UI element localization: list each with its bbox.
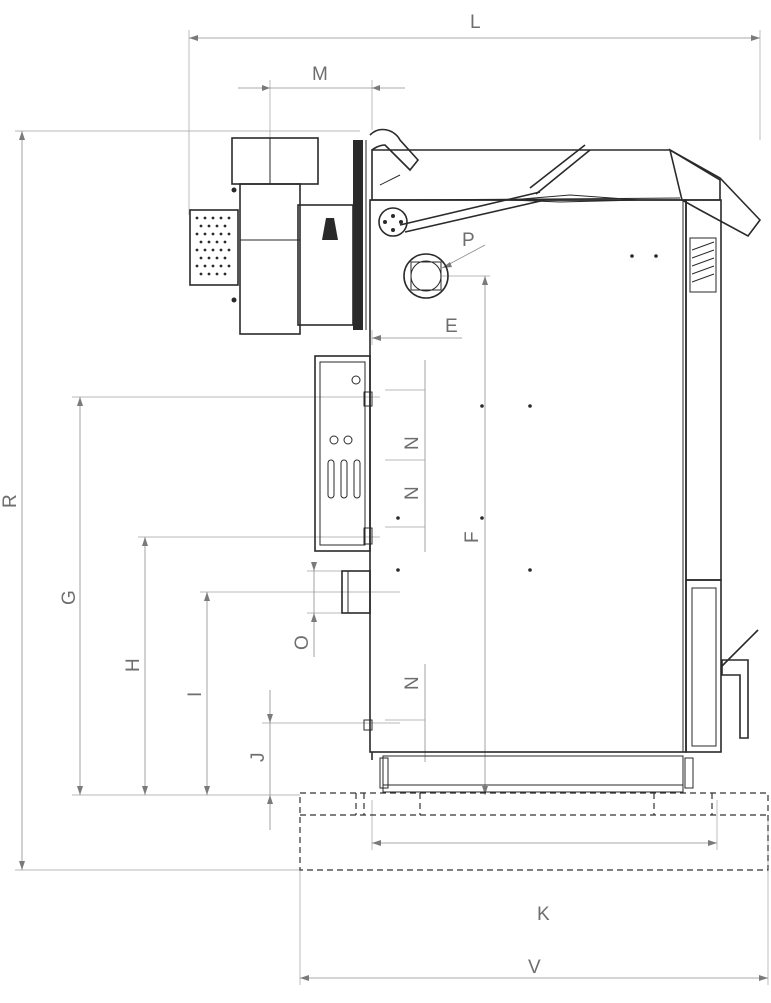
label-P: P: [462, 230, 475, 251]
connection-pipes: [341, 391, 373, 731]
label-V: V: [528, 957, 541, 978]
front-door-column: [353, 140, 367, 330]
label-K: K: [537, 904, 550, 925]
label-H: H: [123, 658, 144, 672]
label-F: F: [462, 531, 483, 543]
label-I: I: [185, 692, 206, 697]
boiler-base: [299, 752, 769, 871]
lower-front-door: [314, 355, 371, 552]
label-M: M: [312, 64, 328, 85]
label-G: G: [59, 590, 80, 605]
side-vent: [689, 237, 717, 293]
label-J: J: [248, 753, 269, 763]
label-O: O: [292, 635, 313, 650]
dimension-labels: L M P E R G H I J O N N N F K V: [0, 12, 550, 978]
label-E: E: [445, 316, 458, 337]
flue-outlet: [403, 253, 449, 299]
label-N-1: N: [402, 436, 423, 450]
label-L: L: [470, 12, 481, 33]
boiler-body: [369, 199, 722, 753]
side-handle: [721, 629, 759, 739]
label-N-2: N: [402, 486, 423, 500]
dimension-lines: [15, 30, 769, 985]
dimension-arrows: [19, 35, 768, 981]
label-R: R: [0, 494, 21, 508]
label-N-3: N: [402, 676, 423, 690]
burner-grille-dots: [195, 216, 231, 276]
top-hopper: [369, 128, 762, 238]
pellet-burner: [189, 137, 354, 335]
